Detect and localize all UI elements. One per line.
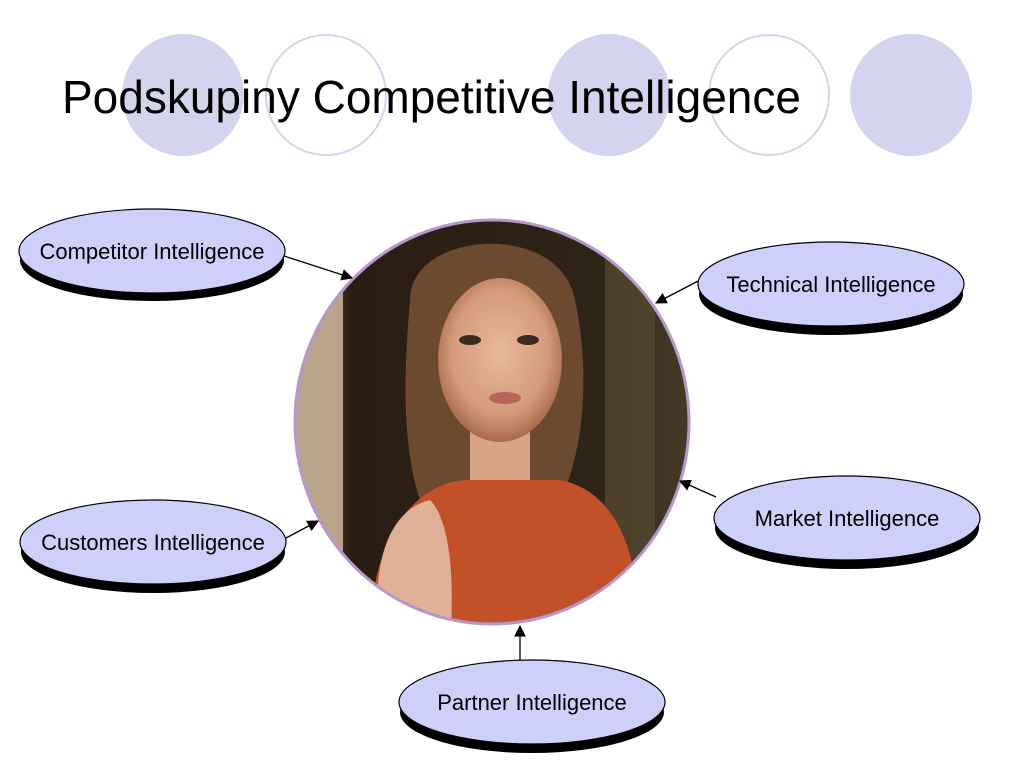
decor-circle-2 [265, 34, 387, 156]
arrow-competitor [283, 255, 354, 281]
node-customers-intelligence: Customers Intelligence [19, 499, 287, 593]
node-market-intelligence: Market Intelligence [713, 475, 981, 569]
arrow-market [678, 479, 717, 498]
decor-circle-1 [122, 34, 244, 156]
decor-circle-5 [850, 34, 972, 156]
node-label-competitor: Competitor Intelligence [39, 239, 264, 264]
portrait-photo [293, 218, 691, 626]
slide-title: Podskupiny Competitive Intelligence [62, 71, 801, 123]
node-technical-intelligence: Technical Intelligence [697, 241, 965, 335]
node-label-technical: Technical Intelligence [726, 272, 935, 297]
node-label-customers: Customers Intelligence [41, 530, 265, 555]
arrow-technical [654, 279, 701, 304]
node-label-partner: Partner Intelligence [437, 690, 627, 715]
decor-circle-4 [708, 34, 830, 156]
node-label-market: Market Intelligence [755, 506, 940, 531]
node-competitor-intelligence: Competitor Intelligence [18, 208, 286, 301]
decor-circle-3 [548, 34, 670, 156]
node-partner-intelligence: Partner Intelligence [398, 659, 666, 753]
arrow-customers [285, 520, 320, 539]
